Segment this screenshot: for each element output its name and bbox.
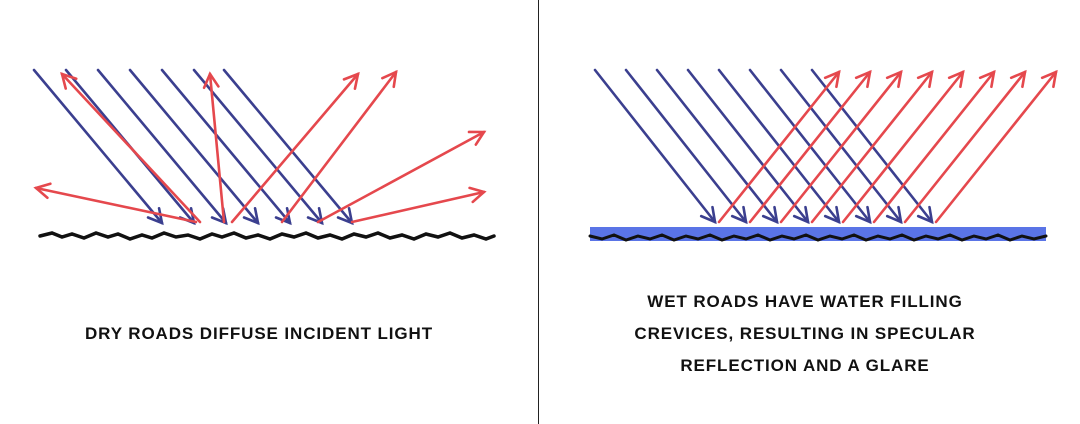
incident-ray [222,68,354,226]
dry-roads-caption: DRY ROADS DIFFUSE INCIDENT LIGHT [84,324,434,343]
reflected-ray [872,69,996,224]
reflected-ray [230,71,360,224]
specular-reflected-rays [717,69,1058,224]
reflected-ray [316,130,487,224]
reflected-ray [60,72,202,224]
incident-ray [192,68,324,226]
reflected-ray [779,69,903,224]
incident-ray [686,68,810,225]
incident-ray [96,68,228,226]
wet-caption-line-2: CREVICES, RESULTING IN SPECULAR [634,324,976,343]
reflected-ray [350,186,487,224]
incident-ray [128,68,260,226]
incident-ray [655,68,779,225]
reflected-ray [280,69,398,224]
incident-ray [593,68,717,225]
reflected-ray [33,182,198,224]
wet-roads-caption: WET ROADS HAVE WATER FILLING CREVICES, R… [570,286,1040,382]
reflected-ray [202,71,226,224]
reflected-ray [717,69,841,224]
reflected-ray [810,69,934,224]
wet-road-surface [588,233,1048,242]
reflected-ray [841,69,965,224]
dry-road-surface [38,231,496,241]
incident-rays [593,68,934,225]
wet-caption-line-3: REFLECTION AND A GLARE [680,356,930,375]
panel-divider [538,0,539,424]
reflected-ray [903,69,1027,224]
dry-road-diagram [32,68,496,241]
wet-caption-line-1: WET ROADS HAVE WATER FILLING [647,292,963,311]
incident-rays [32,68,354,226]
reflected-ray [748,69,872,224]
diffuse-reflected-rays [33,69,487,224]
incident-ray [624,68,748,225]
reflected-ray [934,69,1058,224]
wet-road-diagram [588,68,1058,242]
